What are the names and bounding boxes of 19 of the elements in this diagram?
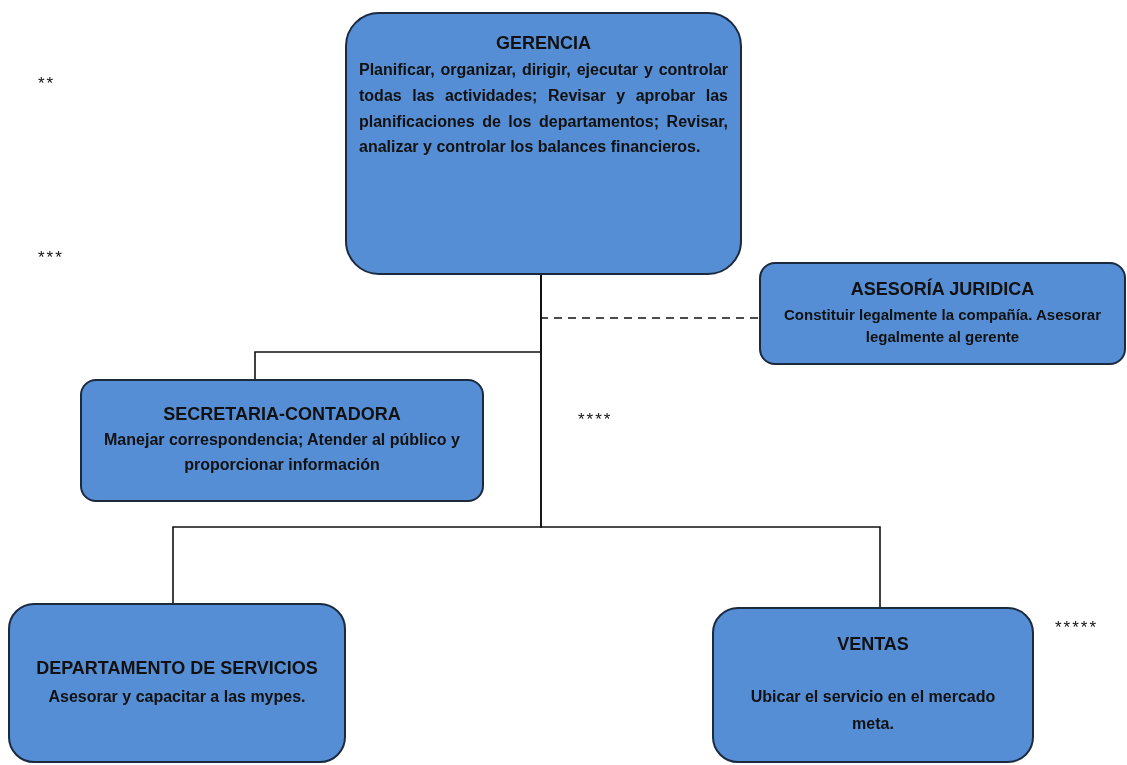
asterisk-note: *** xyxy=(38,248,64,268)
unit-description: Constituir legalmente la compañía. Asesorar legalmente al gerente xyxy=(782,304,1102,348)
unit-title: VENTAS xyxy=(837,633,909,657)
unit-title: SECRETARIA-CONTADORA xyxy=(163,403,401,426)
unit-title: ASESORÍA JURIDICA xyxy=(850,278,1035,302)
unit-description: Planificar, organizar, dirigir, ejecutar y controlar todas las actividades; Revisar y aprobar las planificaciones de los departamentos; Revisar, analizar y controlar los balances financieros. xyxy=(359,60,728,158)
asterisk-note: **** xyxy=(578,410,613,430)
unit-description: Asesorar y capacitar a las mypes. xyxy=(47,686,307,707)
org-unit-box xyxy=(80,379,484,502)
org-unit-box xyxy=(712,607,1034,763)
unit-description: Ubicar el servicio en el mercado meta. xyxy=(749,686,997,734)
org-unit-box xyxy=(759,262,1126,365)
unit-description: Manejar correspondencia; Atender al público y proporcionar información xyxy=(103,430,461,476)
unit-title: GERENCIA xyxy=(496,32,591,55)
asterisk-note: ** xyxy=(38,74,56,94)
asterisk-note: ***** xyxy=(1055,618,1099,638)
unit-title: DEPARTAMENTO DE SERVICIOS xyxy=(36,656,318,680)
org-unit-box xyxy=(345,12,742,275)
org-unit-box xyxy=(8,603,346,763)
